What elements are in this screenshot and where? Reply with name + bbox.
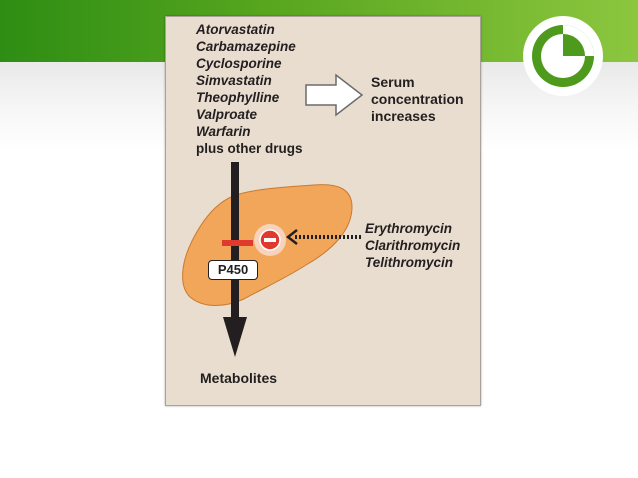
drug-item: Theophylline [196, 90, 280, 105]
inhibitor-drug-list: Erythromycin Clarithromycin Telithromyci… [365, 220, 460, 271]
drug-item: Carbamazepine [196, 39, 296, 54]
inhibitor-item: Erythromycin [365, 221, 453, 236]
p450-enzyme-label: P450 [208, 260, 258, 280]
pie-logo-icon [523, 16, 603, 96]
substrate-drug-list: Atorvastatin Carbamazepine Cyclosporine … [196, 21, 303, 157]
drug-item: Atorvastatin [196, 22, 275, 37]
serum-line: increases [371, 108, 436, 124]
drug-item: Cyclosporine [196, 56, 282, 71]
metabolism-arrow-head [223, 317, 247, 357]
serum-concentration-label: Serum concentration increases [371, 74, 481, 125]
drug-item: Valproate [196, 107, 258, 122]
serum-line: Serum [371, 74, 415, 90]
drug-interaction-figure: Atorvastatin Carbamazepine Cyclosporine … [165, 16, 481, 406]
metabolites-label: Metabolites [200, 370, 278, 386]
serum-line: concentration [371, 91, 464, 107]
inhibitor-item: Telithromycin [365, 255, 454, 270]
metabolism-arrow-shaft [231, 162, 239, 332]
drug-item: Warfarin [196, 124, 251, 139]
drug-item: Simvastatin [196, 73, 272, 88]
plus-other-drugs: plus other drugs [196, 141, 303, 156]
block-bar [222, 240, 253, 246]
serum-arrow [305, 73, 364, 117]
inhibitor-item: Clarithromycin [365, 238, 461, 253]
